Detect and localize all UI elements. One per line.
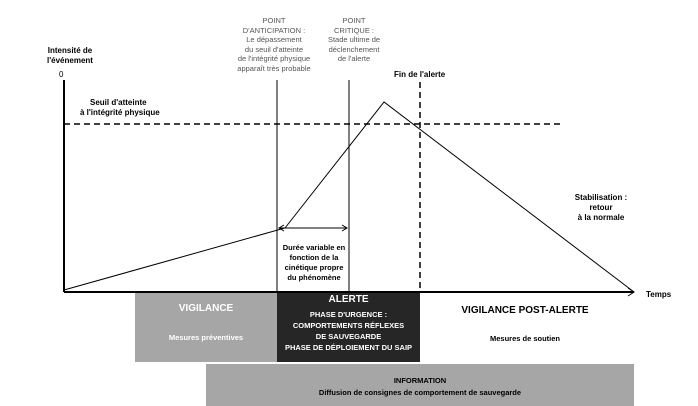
x-axis-label: Temps — [646, 290, 672, 299]
end-alert-label: Fin de l'alerte — [394, 70, 446, 79]
info-subtitle: Diffusion de consignes de comportement d… — [318, 388, 522, 397]
threshold-label: Seuil d'atteinte à l'intégrité physique — [80, 98, 160, 117]
y-axis-label: Intensité de l'événement — [47, 46, 93, 65]
duration-arrow-left-head — [278, 224, 285, 232]
vigilance-subtitle: Mesures préventives — [168, 333, 244, 342]
alerte-details: PHASE D'URGENCE : COMPORTEMENTS RÉFLEXES… — [284, 310, 413, 352]
event-curve — [63, 101, 635, 293]
post-alert-title: VIGILANCE POST-ALERTE — [461, 305, 589, 316]
anticipation-label: POINT D'ANTICIPATION : Le dépassement du… — [237, 16, 311, 73]
stabilisation-label: Stabilisation : retour à la normale — [574, 193, 628, 222]
critical-label: POINT CRITIQUE : Stade ultime de déclenc… — [327, 16, 381, 63]
info-title: INFORMATION — [393, 376, 447, 385]
post-alert-subtitle: Mesures de soutien — [489, 334, 561, 343]
alerte-title: ALERTE — [328, 294, 369, 305]
vigilance-title: VIGILANCE — [178, 303, 234, 314]
vigilance-box — [135, 292, 277, 362]
duration-label: Durée variable en fonction de la cinétiq… — [282, 243, 346, 282]
alerte-box — [277, 292, 420, 362]
info-box — [206, 364, 634, 406]
origin-label: 0 — [59, 70, 64, 79]
duration-arrow-right-head — [341, 224, 348, 232]
